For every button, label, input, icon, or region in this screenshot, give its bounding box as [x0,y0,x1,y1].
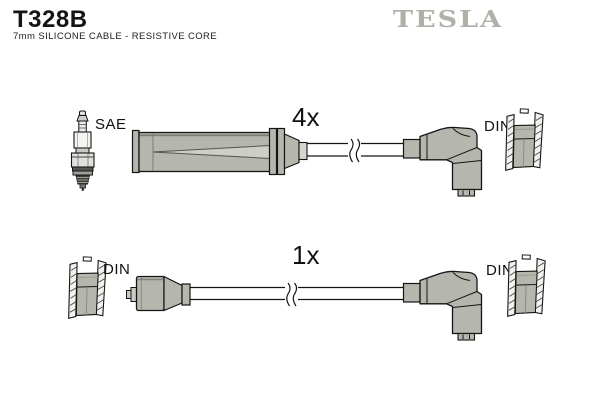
top-elbow-din-boot [402,126,483,197]
bottom-left-din-label: DIN [103,261,130,278]
sae-label: SAE [95,116,127,133]
top-quantity-label: 4x [292,102,319,132]
bottom-right-din-socket-cross-section-icon [506,253,546,319]
sae-straight-boot [131,127,308,176]
bottom-quantity-label: 1x [292,240,319,270]
bottom-right-din-label: DIN [486,262,513,279]
page-subtitle: 7mm SILICONE CABLE - RESISTIVE CORE [13,31,218,42]
cable-break-mark [349,138,361,163]
top-assembly: SAE 4x [70,102,544,197]
page-title: T328B [13,6,88,33]
top-din-label: DIN [484,118,511,135]
brand-logo: TESLA [393,6,504,34]
cable-break-mark [286,282,298,307]
bottom-left-din-socket-cross-section-icon [67,255,107,321]
bottom-cable [190,286,404,301]
bottom-elbow-din-boot [402,270,483,341]
top-din-socket-cross-section-icon [504,107,544,173]
spark-plug-icon [70,110,95,191]
top-cable [307,142,404,157]
din-straight-boot [126,275,191,312]
bottom-assembly: DIN 1x DIN [67,240,546,341]
